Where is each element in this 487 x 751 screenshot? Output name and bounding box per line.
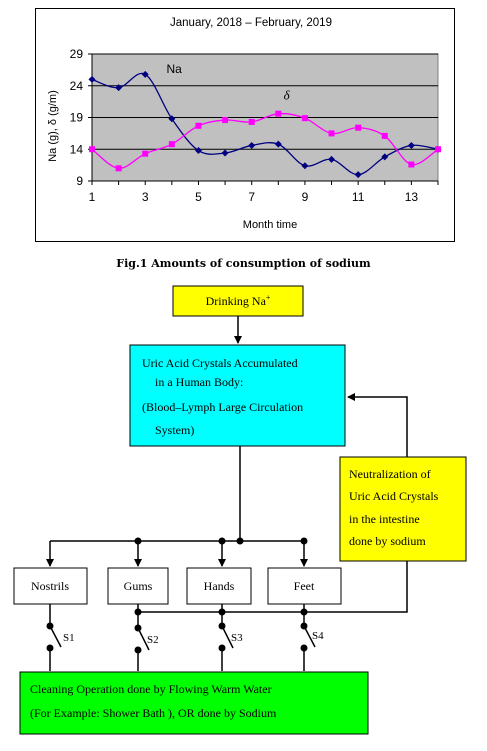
x-tick-label: 5: [195, 190, 202, 204]
gums-box: [107, 567, 169, 605]
x-tick-label: 11: [352, 190, 365, 204]
y-tick-label: 9: [76, 174, 83, 188]
data-point: [301, 162, 309, 170]
data-point: [168, 115, 176, 123]
junction-dot: [236, 537, 244, 545]
data-point: [222, 117, 229, 124]
uric-line-1: Uric Acid Crystals Accumulated: [142, 356, 298, 370]
y-axis-label: Na (g), δ (g/m): [47, 90, 59, 162]
hands-box: [186, 567, 252, 605]
data-point: [328, 155, 336, 163]
data-point: [274, 140, 282, 148]
y-tick-label: 29: [70, 47, 84, 61]
uric-line-3: (Blood–Lymph Large Circulation: [142, 400, 303, 414]
chart-title: January, 2018 – February, 2019: [170, 17, 332, 29]
data-point: [194, 147, 202, 155]
neutral-to-bus-line: [138, 561, 408, 613]
arrow-neutral-to-uric: [347, 393, 408, 457]
data-point: [435, 146, 441, 153]
series-label: Na: [167, 62, 183, 76]
cleaning-line-1: Cleaning Operation done by Flowing Warm …: [30, 682, 272, 696]
figure-caption: Fig.1 Amounts of consumption of sodium: [116, 257, 371, 270]
switch-s3: [218, 604, 234, 671]
switch-s3-label: S3: [231, 632, 243, 644]
nostrils-label: Nostrils: [31, 579, 69, 593]
nostrils-box: [13, 567, 88, 605]
drinking-na-label: Drinking Na+: [206, 293, 271, 308]
uric-acid-box: [129, 344, 346, 447]
data-point: [408, 161, 415, 168]
x-tick-label: 1: [89, 190, 96, 204]
data-point: [195, 122, 202, 129]
data-point: [89, 146, 95, 153]
switch-s2-label: S2: [147, 634, 159, 646]
data-point: [88, 75, 96, 83]
y-tick-label: 24: [70, 79, 84, 93]
neutral-line-1: Neutralization of: [349, 467, 431, 481]
data-point: [381, 153, 389, 161]
switch-s2: [134, 604, 150, 671]
uric-line-2: in a Human Body:: [155, 375, 243, 389]
data-point: [355, 124, 362, 131]
data-point: [248, 141, 256, 149]
chart-svg: January, 2018 – February, 2019 914192429…: [47, 17, 442, 231]
neutral-line-3: in the intestine: [349, 512, 420, 526]
switch-s1-label: S1: [63, 632, 75, 644]
data-point: [407, 141, 415, 149]
neutralization-box: [339, 456, 467, 562]
data-point: [168, 141, 175, 148]
hands-label: Hands: [204, 579, 235, 593]
data-point: [328, 130, 335, 137]
data-point: [141, 70, 149, 78]
x-tick-label: 7: [248, 190, 255, 204]
y-tick-label: 14: [70, 142, 84, 156]
x-tick-label: 13: [405, 190, 419, 204]
x-tick-label: 3: [142, 190, 149, 204]
switch-s4: [300, 604, 316, 671]
y-tick-label: 19: [70, 111, 84, 125]
switch-s1: [46, 604, 62, 671]
feet-box: [267, 567, 342, 605]
data-point: [301, 115, 308, 122]
data-point: [381, 132, 388, 139]
uric-line-4: System): [155, 423, 194, 437]
x-tick-label: 9: [302, 190, 309, 204]
data-point: [142, 150, 149, 157]
data-point: [115, 84, 123, 92]
cleaning-box: [19, 671, 369, 735]
switch-s4-label: S4: [312, 630, 324, 642]
series-line-0: [91, 72, 439, 176]
neutral-line-2: Uric Acid Crystals: [349, 489, 439, 503]
data-point: [221, 149, 229, 157]
data-point: [275, 110, 282, 117]
gums-label: Gums: [124, 579, 153, 593]
series-label: δ: [284, 88, 291, 103]
data-point: [354, 171, 362, 179]
feet-label: Feet: [294, 579, 315, 593]
data-point: [115, 165, 122, 172]
drinking-na-box: [172, 285, 304, 317]
data-point: [248, 118, 255, 125]
x-axis-label: Month time: [243, 219, 297, 231]
neutral-line-4: done by sodium: [349, 534, 426, 548]
cleaning-line-2: (For Example: Shower Bath ), OR done by …: [30, 706, 277, 720]
